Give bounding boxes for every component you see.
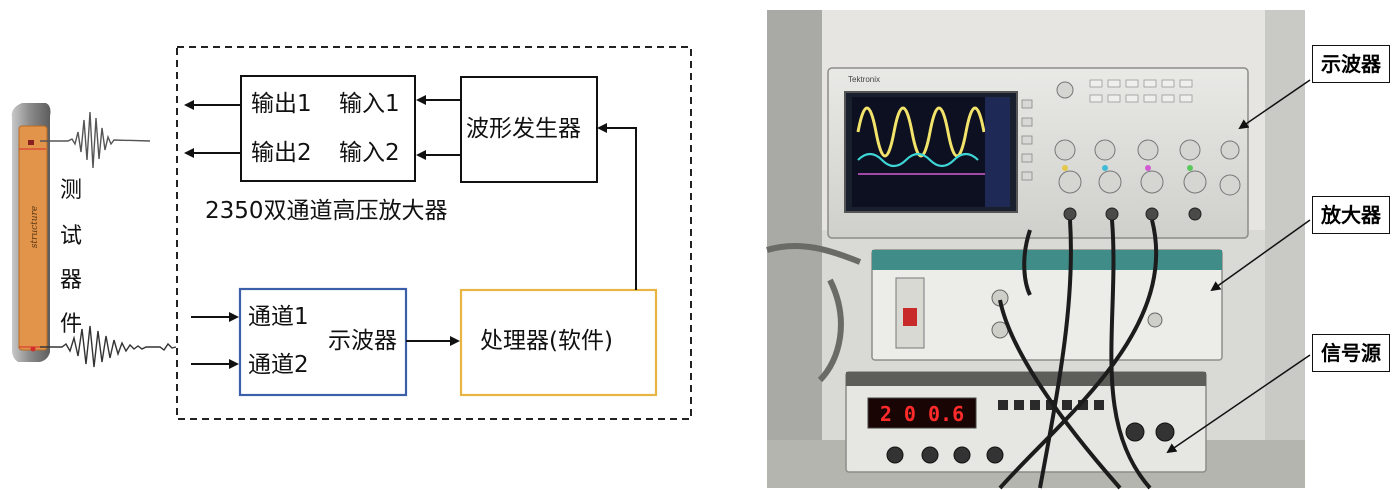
scope-brand-text: Tektronix	[848, 75, 880, 84]
callout-signal-generator: 信号源	[1312, 334, 1390, 372]
specimen-text: structure	[30, 205, 40, 249]
block-diagram	[11, 46, 692, 420]
test-device-char-1: 测	[60, 178, 83, 203]
processor-box	[459, 288, 658, 397]
callout-amplifier: 放大器	[1312, 196, 1390, 234]
waveform-generator-label: 波形发生器	[466, 116, 581, 142]
photo-cables	[998, 219, 1159, 490]
oscilloscope-channel1-label: 通道1	[248, 304, 309, 330]
photo-grey-cables	[766, 242, 862, 383]
test-device-char-3: 器	[60, 268, 83, 293]
generator-display	[867, 397, 977, 429]
processor-label: 处理器(软件)	[480, 328, 613, 354]
response-waveform	[40, 325, 177, 368]
equipment-photo: Tektronix 2 0 0.6	[766, 10, 1311, 490]
photo-amplifier	[871, 249, 1223, 361]
test-device-char-2: 试	[60, 224, 83, 249]
amplifier-input1-label: 输入1	[339, 91, 400, 117]
photo-oscilloscope: Tektronix	[827, 67, 1249, 239]
callout-oscilloscope: 示波器	[1312, 45, 1390, 83]
waveform-generator-box	[460, 76, 598, 183]
amplifier-output1-label: 输出1	[251, 91, 312, 117]
callout-line-scope	[1238, 79, 1311, 130]
amplifier-input2-label: 输入2	[339, 140, 400, 166]
scope-trace-cyan	[857, 152, 979, 168]
photo-signal-generator: 2 0 0.6	[845, 371, 1207, 473]
callout-line-generator	[1166, 354, 1311, 454]
test-specimen	[11, 103, 51, 362]
oscilloscope-channel2-label: 通道2	[248, 352, 309, 378]
oscilloscope-label: 示波器	[328, 328, 397, 354]
system-dashed-border	[176, 46, 692, 420]
amplifier-output2-label: 输出2	[251, 140, 312, 166]
excitation-waveform	[40, 111, 151, 169]
scope-trace-yellow	[856, 106, 986, 158]
callout-line-amplifier	[1210, 219, 1311, 292]
amplifier-box	[240, 75, 416, 182]
feedback-line	[597, 123, 637, 290]
amplifier-caption: 2350双通道高压放大器	[205, 198, 448, 224]
test-device-char-4: 件	[60, 312, 83, 337]
oscilloscope-box	[238, 287, 408, 397]
generator-display-value: 2 0 0.6	[880, 402, 964, 426]
